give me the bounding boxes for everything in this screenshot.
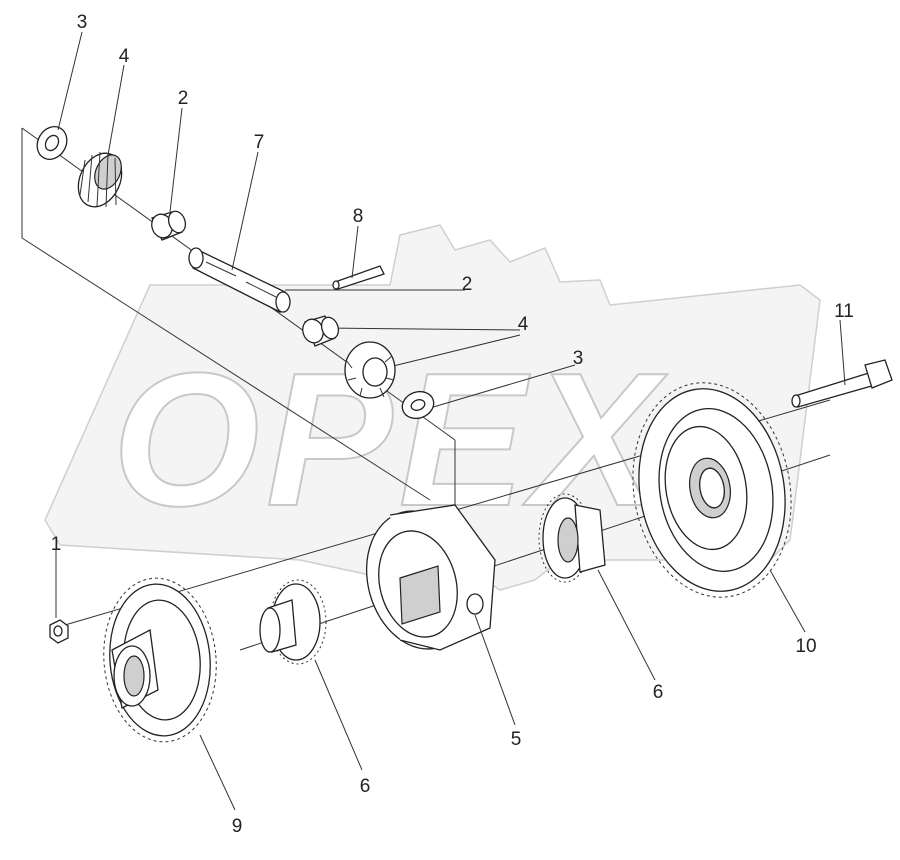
ring-gear-part-10 (632, 382, 792, 598)
callout-2-lower: 2 (462, 274, 473, 295)
differential-housing-part-5 (365, 504, 496, 651)
callout-9: 9 (232, 816, 243, 837)
washer-part-3-top (36, 126, 68, 160)
callout-5: 5 (511, 729, 522, 750)
callout-3-top: 3 (77, 12, 88, 33)
callout-6-right: 6 (653, 682, 664, 703)
bevel-pinion-part-4-top (77, 151, 123, 208)
nut-part-1 (49, 619, 69, 644)
side-gear-part-6-right (538, 493, 606, 583)
side-gear-part-6-left (259, 579, 327, 665)
callout-11: 11 (834, 301, 854, 322)
callout-4-top: 4 (119, 46, 130, 67)
bevel-pinion-part-4-lower (344, 341, 396, 399)
callout-4-lower: 4 (518, 314, 529, 335)
callout-8: 8 (353, 206, 364, 227)
leader-lines (55, 31, 846, 811)
callout-3-lower: 3 (573, 348, 584, 369)
callout-6-left: 6 (360, 776, 371, 797)
callout-2-top: 2 (178, 88, 189, 109)
shaft-part-7 (188, 247, 291, 313)
bushing-part-2-lower (302, 315, 340, 347)
pin-part-8 (332, 265, 385, 290)
callout-labels: 3 4 2 7 8 2 4 3 11 1 10 6 5 6 9 (51, 12, 854, 837)
bushing-part-2-top (151, 210, 187, 241)
callout-1: 1 (51, 534, 62, 555)
callout-10: 10 (795, 636, 816, 657)
washer-part-3-lower (401, 390, 435, 420)
bolt-part-11 (791, 359, 893, 408)
callout-7: 7 (254, 132, 265, 153)
gear-part-9 (103, 577, 217, 743)
